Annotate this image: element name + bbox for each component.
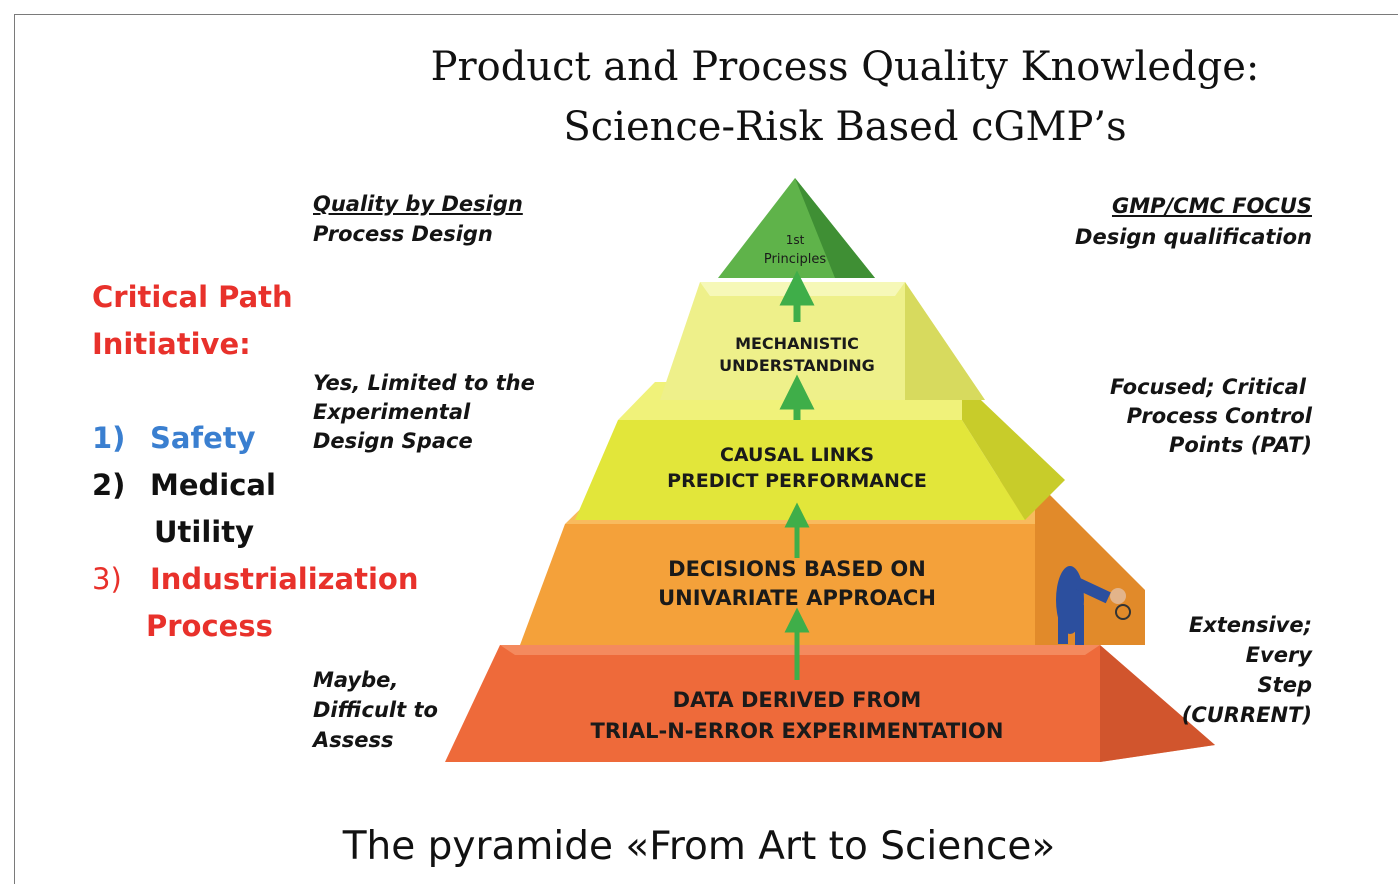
left-bottom-3: Assess <box>313 728 394 752</box>
right-middle-2: Process Control <box>1126 404 1312 428</box>
qbd-label: Quality by Design <box>313 192 523 216</box>
left-bottom-1: Maybe, <box>313 668 399 692</box>
footer-caption: The pyramide «From Art to Science» <box>342 824 1056 869</box>
slide-frame <box>14 14 1398 884</box>
left-middle-3: Design Space <box>313 429 473 453</box>
pyramid-level-2 <box>660 282 985 400</box>
title-line-1: Product and Process Quality Knowledge: <box>430 44 1260 90</box>
left-subheader: Process Design <box>313 222 493 246</box>
cpi-item-2-number: 2) <box>92 468 126 502</box>
level-5-line-2: TRIAL-N-ERROR EXPERIMENTATION <box>591 719 1004 743</box>
right-header: GMP/CMC FOCUS <box>1112 192 1312 221</box>
right-middle-3: Points (PAT) <box>1168 433 1312 457</box>
level-2-line-2: UNDERSTANDING <box>719 356 875 375</box>
left-header: Quality by Design <box>313 190 523 219</box>
level-3-line-2: PREDICT PERFORMANCE <box>667 470 927 492</box>
level-1-line-2: Principles <box>764 252 826 267</box>
cpi-item-3-text-cont: Process <box>146 609 273 643</box>
cpi-item-3-text: Industrialization <box>150 562 419 596</box>
cpi-item-2-text: Medical <box>150 468 276 502</box>
gmp-focus-label: GMP/CMC FOCUS <box>1111 194 1312 218</box>
left-middle-1: Yes, Limited to the <box>313 371 535 395</box>
right-bottom-3: Step <box>1257 673 1312 697</box>
left-middle-2: Experimental <box>313 400 471 424</box>
level-4-line-2: UNIVARIATE APPROACH <box>658 586 936 610</box>
right-bottom-2: Every <box>1245 643 1312 667</box>
cpi-item-1-text: Safety <box>150 421 256 455</box>
cpi-item-3-number: 3) <box>92 562 122 596</box>
right-bottom-4: (CURRENT) <box>1181 703 1312 727</box>
pyramid-level-1 <box>718 178 875 278</box>
cpi-item-2-text-cont: Utility <box>154 515 254 549</box>
level-1-line-1: 1st <box>786 233 805 247</box>
critical-path-title-1: Critical Path <box>92 280 293 314</box>
pyramid-level-5 <box>445 645 1215 762</box>
cpi-item-1-number: 1) <box>92 421 126 455</box>
level-3-line-1: CAUSAL LINKS <box>720 444 874 466</box>
level-2-line-1: MECHANISTIC <box>735 334 859 353</box>
right-subheader: Design qualification <box>1075 225 1312 249</box>
level-4-line-1: DECISIONS BASED ON <box>668 557 926 581</box>
level-5-line-1: DATA DERIVED FROM <box>673 688 922 712</box>
left-bottom-2: Difficult to <box>313 698 438 722</box>
title-line-2: Science-Risk Based cGMP’s <box>563 104 1127 150</box>
right-bottom-1: Extensive; <box>1188 613 1312 637</box>
climbing-person-icon <box>1056 566 1131 645</box>
critical-path-title-2: Initiative: <box>92 327 251 361</box>
right-middle-1: Focused; Critical <box>1109 375 1306 399</box>
